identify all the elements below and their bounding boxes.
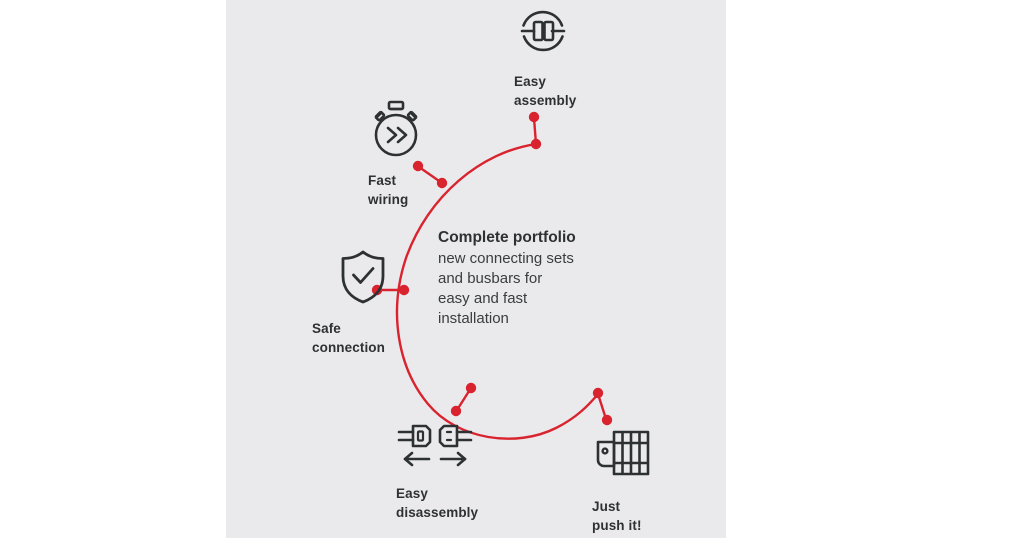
plug-connection-circle-icon (514, 2, 638, 65)
arc-node-easy-disassembly (465, 382, 477, 394)
infographic-panel: Easy assembly (226, 0, 726, 538)
shield-check-icon (338, 248, 466, 311)
feature-safe-connection[interactable]: Safe connection (306, 248, 466, 357)
feature-just-push-it[interactable]: Just push it! (586, 424, 726, 535)
stem-just-push-it (596, 392, 608, 421)
stopwatch-fast-forward-icon (368, 98, 466, 165)
feature-label-easy-assembly: Easy assembly (514, 74, 577, 109)
arc-node-just-push-it (592, 387, 604, 399)
feature-fast-wiring[interactable]: Fast wiring (346, 98, 466, 209)
feature-label-safe-connection: Safe connection (312, 321, 386, 356)
stem-easy-disassembly (455, 386, 473, 412)
center-body-text: new connecting sets and busbars for easy… (438, 250, 574, 328)
arc-node-easy-assembly (530, 138, 542, 150)
endpoint-easy-disassembly (450, 405, 462, 417)
feature-easy-disassembly[interactable]: Easy disassembly (386, 416, 546, 522)
plug-separating-arrows-icon (396, 416, 546, 473)
stem-easy-assembly (532, 116, 538, 146)
center-text-block: Complete portfolio new connecting sets a… (438, 228, 638, 329)
feature-label-fast-wiring: Fast wiring (368, 173, 409, 208)
endpoint-easy-assembly (528, 111, 540, 123)
feature-label-easy-disassembly: Easy disassembly (396, 486, 479, 521)
feature-label-just-push-it: Just push it! (592, 499, 642, 534)
center-headline: Complete portfolio (438, 229, 576, 246)
busbar-terminal-block-icon (592, 424, 726, 487)
feature-easy-assembly[interactable]: Easy assembly (508, 2, 638, 110)
